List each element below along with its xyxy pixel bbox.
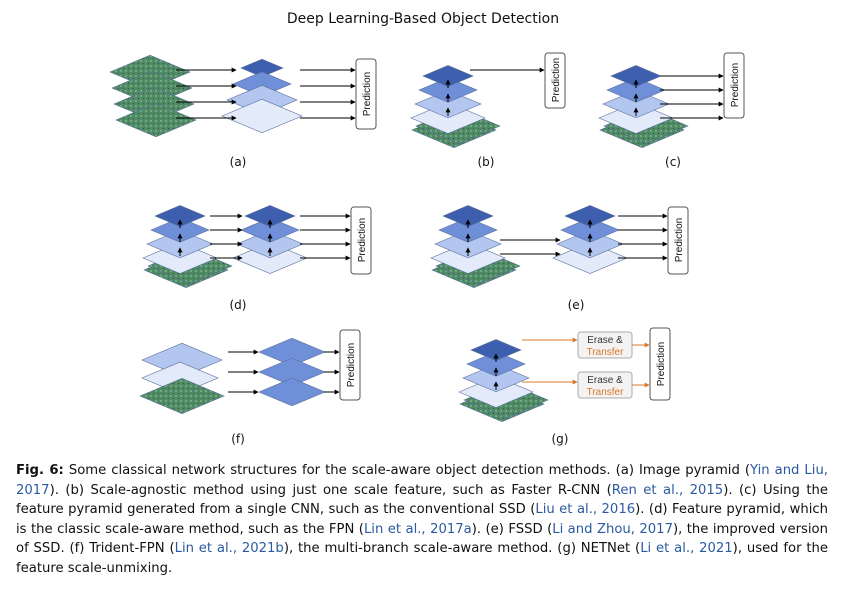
prediction-box: Prediction	[667, 206, 689, 275]
panel-label-c: (c)	[665, 155, 681, 169]
caption-text: ), the multi-branch scale-aware method. …	[283, 541, 641, 557]
citation-link[interactable]: Ren et al., 2015	[611, 482, 724, 498]
scale-aware-network-figure: Prediction Prediction Prediction Predict…	[109, 52, 745, 446]
prediction-label: Prediction	[362, 72, 373, 116]
feature-map-level	[221, 98, 303, 134]
citation-link[interactable]: Li and Zhou, 2017	[552, 521, 673, 537]
caption-text: ). (d) Feature pyramid, which is the cla…	[16, 502, 828, 537]
erase-transfer-box: Erase & Transfer	[577, 331, 633, 359]
caption-text: ), the improved version of SSD. (f) Trid…	[16, 521, 828, 557]
panel-label-d: (d)	[230, 298, 247, 312]
panel-label-a: (a)	[230, 155, 247, 169]
feature-map-level	[240, 58, 284, 78]
feature-map-level	[442, 205, 494, 227]
feature-map-level	[154, 205, 206, 227]
prediction-label: Prediction	[357, 218, 368, 262]
input-image	[139, 378, 225, 414]
panel-label-e: (e)	[568, 298, 585, 312]
caption-text: ), used for the feature scale-unmixing.	[16, 541, 828, 576]
prediction-box: Prediction	[339, 329, 361, 401]
prediction-label: Prediction	[656, 342, 667, 386]
feature-map-level	[422, 65, 474, 87]
panel-label-g: (g)	[552, 432, 569, 446]
prediction-box: Prediction	[355, 58, 377, 130]
prediction-box: Prediction	[544, 52, 566, 109]
caption-text: ). (b) Scale-agnostic method using just …	[49, 482, 612, 498]
citation-link[interactable]: Lin et al., 2017a	[363, 521, 472, 537]
feature-map-level	[470, 339, 522, 361]
prediction-box: Prediction	[350, 206, 372, 275]
caption-label: Fig. 6:	[16, 463, 64, 478]
erase-transfer-box: Erase & Transfer	[577, 371, 633, 399]
prediction-box: Prediction	[649, 327, 671, 401]
prediction-label: Prediction	[346, 343, 357, 387]
citation-link[interactable]: Liu et al., 2016	[535, 502, 636, 518]
feature-map-level	[564, 205, 616, 227]
citation-link[interactable]: Li et al., 2021	[640, 541, 733, 557]
citation-link[interactable]: Yin and Liu, 2017	[16, 463, 828, 498]
prediction-label: Prediction	[551, 58, 562, 102]
prediction-label: Prediction	[730, 63, 741, 107]
input-image	[115, 102, 197, 138]
page-header: Deep Learning-Based Object Detection	[286, 11, 560, 27]
panel-label-f: (f)	[231, 432, 245, 446]
feature-map-level	[258, 377, 326, 407]
feature-map-level	[244, 205, 296, 227]
caption-text: Some classical network structures for th…	[63, 463, 750, 478]
prediction-label: Prediction	[674, 218, 685, 262]
panel-label-b: (b)	[478, 155, 495, 169]
erase-label: Erase &	[587, 375, 623, 386]
transfer-label: Transfer	[587, 347, 625, 358]
caption-text: ). (c) Using the feature pyramid generat…	[16, 482, 828, 518]
citation-link[interactable]: Lin et al., 2021b	[174, 541, 284, 557]
caption-text: ). (e) FSSD (	[471, 521, 553, 537]
figure-caption: Fig. 6: Some classical network structure…	[16, 461, 828, 579]
transfer-label: Transfer	[587, 387, 625, 398]
prediction-box: Prediction	[723, 52, 745, 119]
erase-label: Erase &	[587, 335, 623, 346]
